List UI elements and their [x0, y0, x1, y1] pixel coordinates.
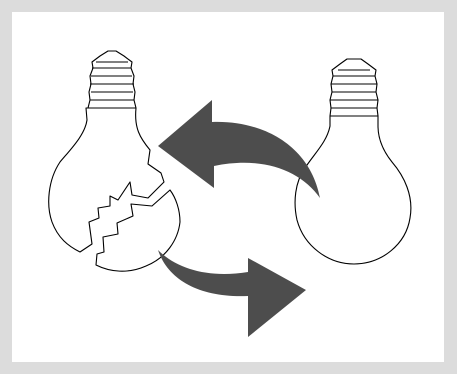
broken-bulb-glass: [48, 107, 165, 253]
broken-bulb-icon: [48, 50, 181, 272]
broken-bulb-shard: [95, 189, 181, 272]
intact-bulb-glass: [294, 115, 412, 265]
illustration-panel: [12, 12, 444, 362]
curved-arrow-left-icon: [158, 100, 320, 198]
curved-arrow-right-icon: [158, 250, 306, 337]
intact-bulb-icon: [294, 58, 412, 265]
